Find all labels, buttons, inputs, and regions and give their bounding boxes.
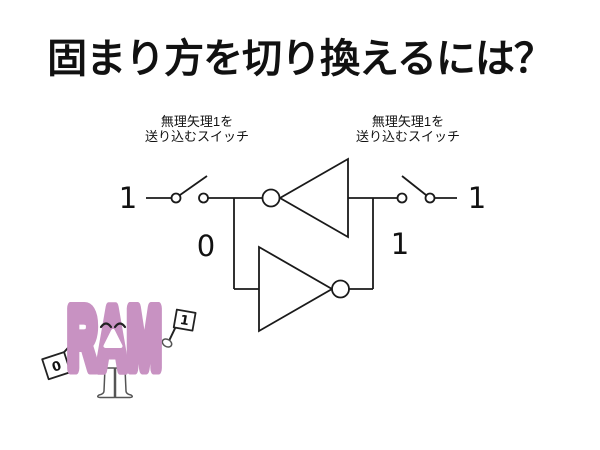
left-flag-box (41, 351, 72, 381)
page-title: 固まり方を切り換えるには？ (47, 37, 554, 81)
left-switch-label-line1: 無理矢理1を (160, 114, 234, 129)
mascot-legs (96, 367, 134, 399)
right-switch-contact-a (396, 192, 408, 204)
right-switch-label: 無理矢理1を 送り込むスイッチ (328, 114, 488, 144)
left-switch-label-line2: 送り込むスイッチ (144, 129, 249, 144)
right-switch-icon (396, 175, 436, 204)
left-flag-digit: 0 (50, 359, 63, 376)
right-flag-box (172, 308, 197, 332)
mascot-left-eye (99, 322, 113, 329)
left-switch-contact-a (170, 192, 182, 204)
mascot-right-flag: 1 (167, 308, 197, 344)
bottom-inverter-icon (258, 245, 350, 333)
mascot-left-flag: 0 (41, 338, 77, 381)
right-input-value: 1 (467, 181, 487, 215)
right-switch-label-line2: 送り込むスイッチ (355, 129, 460, 144)
right-switch-label-line1: 無理矢理1を (371, 114, 445, 129)
bottom-inverter-triangle (258, 245, 334, 333)
left-input-value: 1 (118, 181, 138, 215)
left-node-value: 0 (196, 229, 216, 263)
right-flag-digit: 1 (179, 313, 191, 329)
mascot-left-hand (72, 340, 84, 350)
mascot-right-hand (161, 338, 173, 348)
left-switch-label: 無理矢理1を 送り込むスイッチ (117, 114, 277, 144)
mascot-mouth (103, 329, 123, 348)
mascot-right-leg (114, 367, 134, 399)
mascot-right-eye (113, 322, 127, 329)
left-switch-lever (179, 175, 208, 196)
right-switch-lever (401, 175, 427, 196)
right-node-value: 1 (390, 227, 410, 261)
mascot-face (99, 322, 127, 348)
top-inverter-bubble (261, 188, 281, 208)
mascot-left-leg (96, 367, 116, 399)
left-switch-icon (170, 175, 209, 204)
